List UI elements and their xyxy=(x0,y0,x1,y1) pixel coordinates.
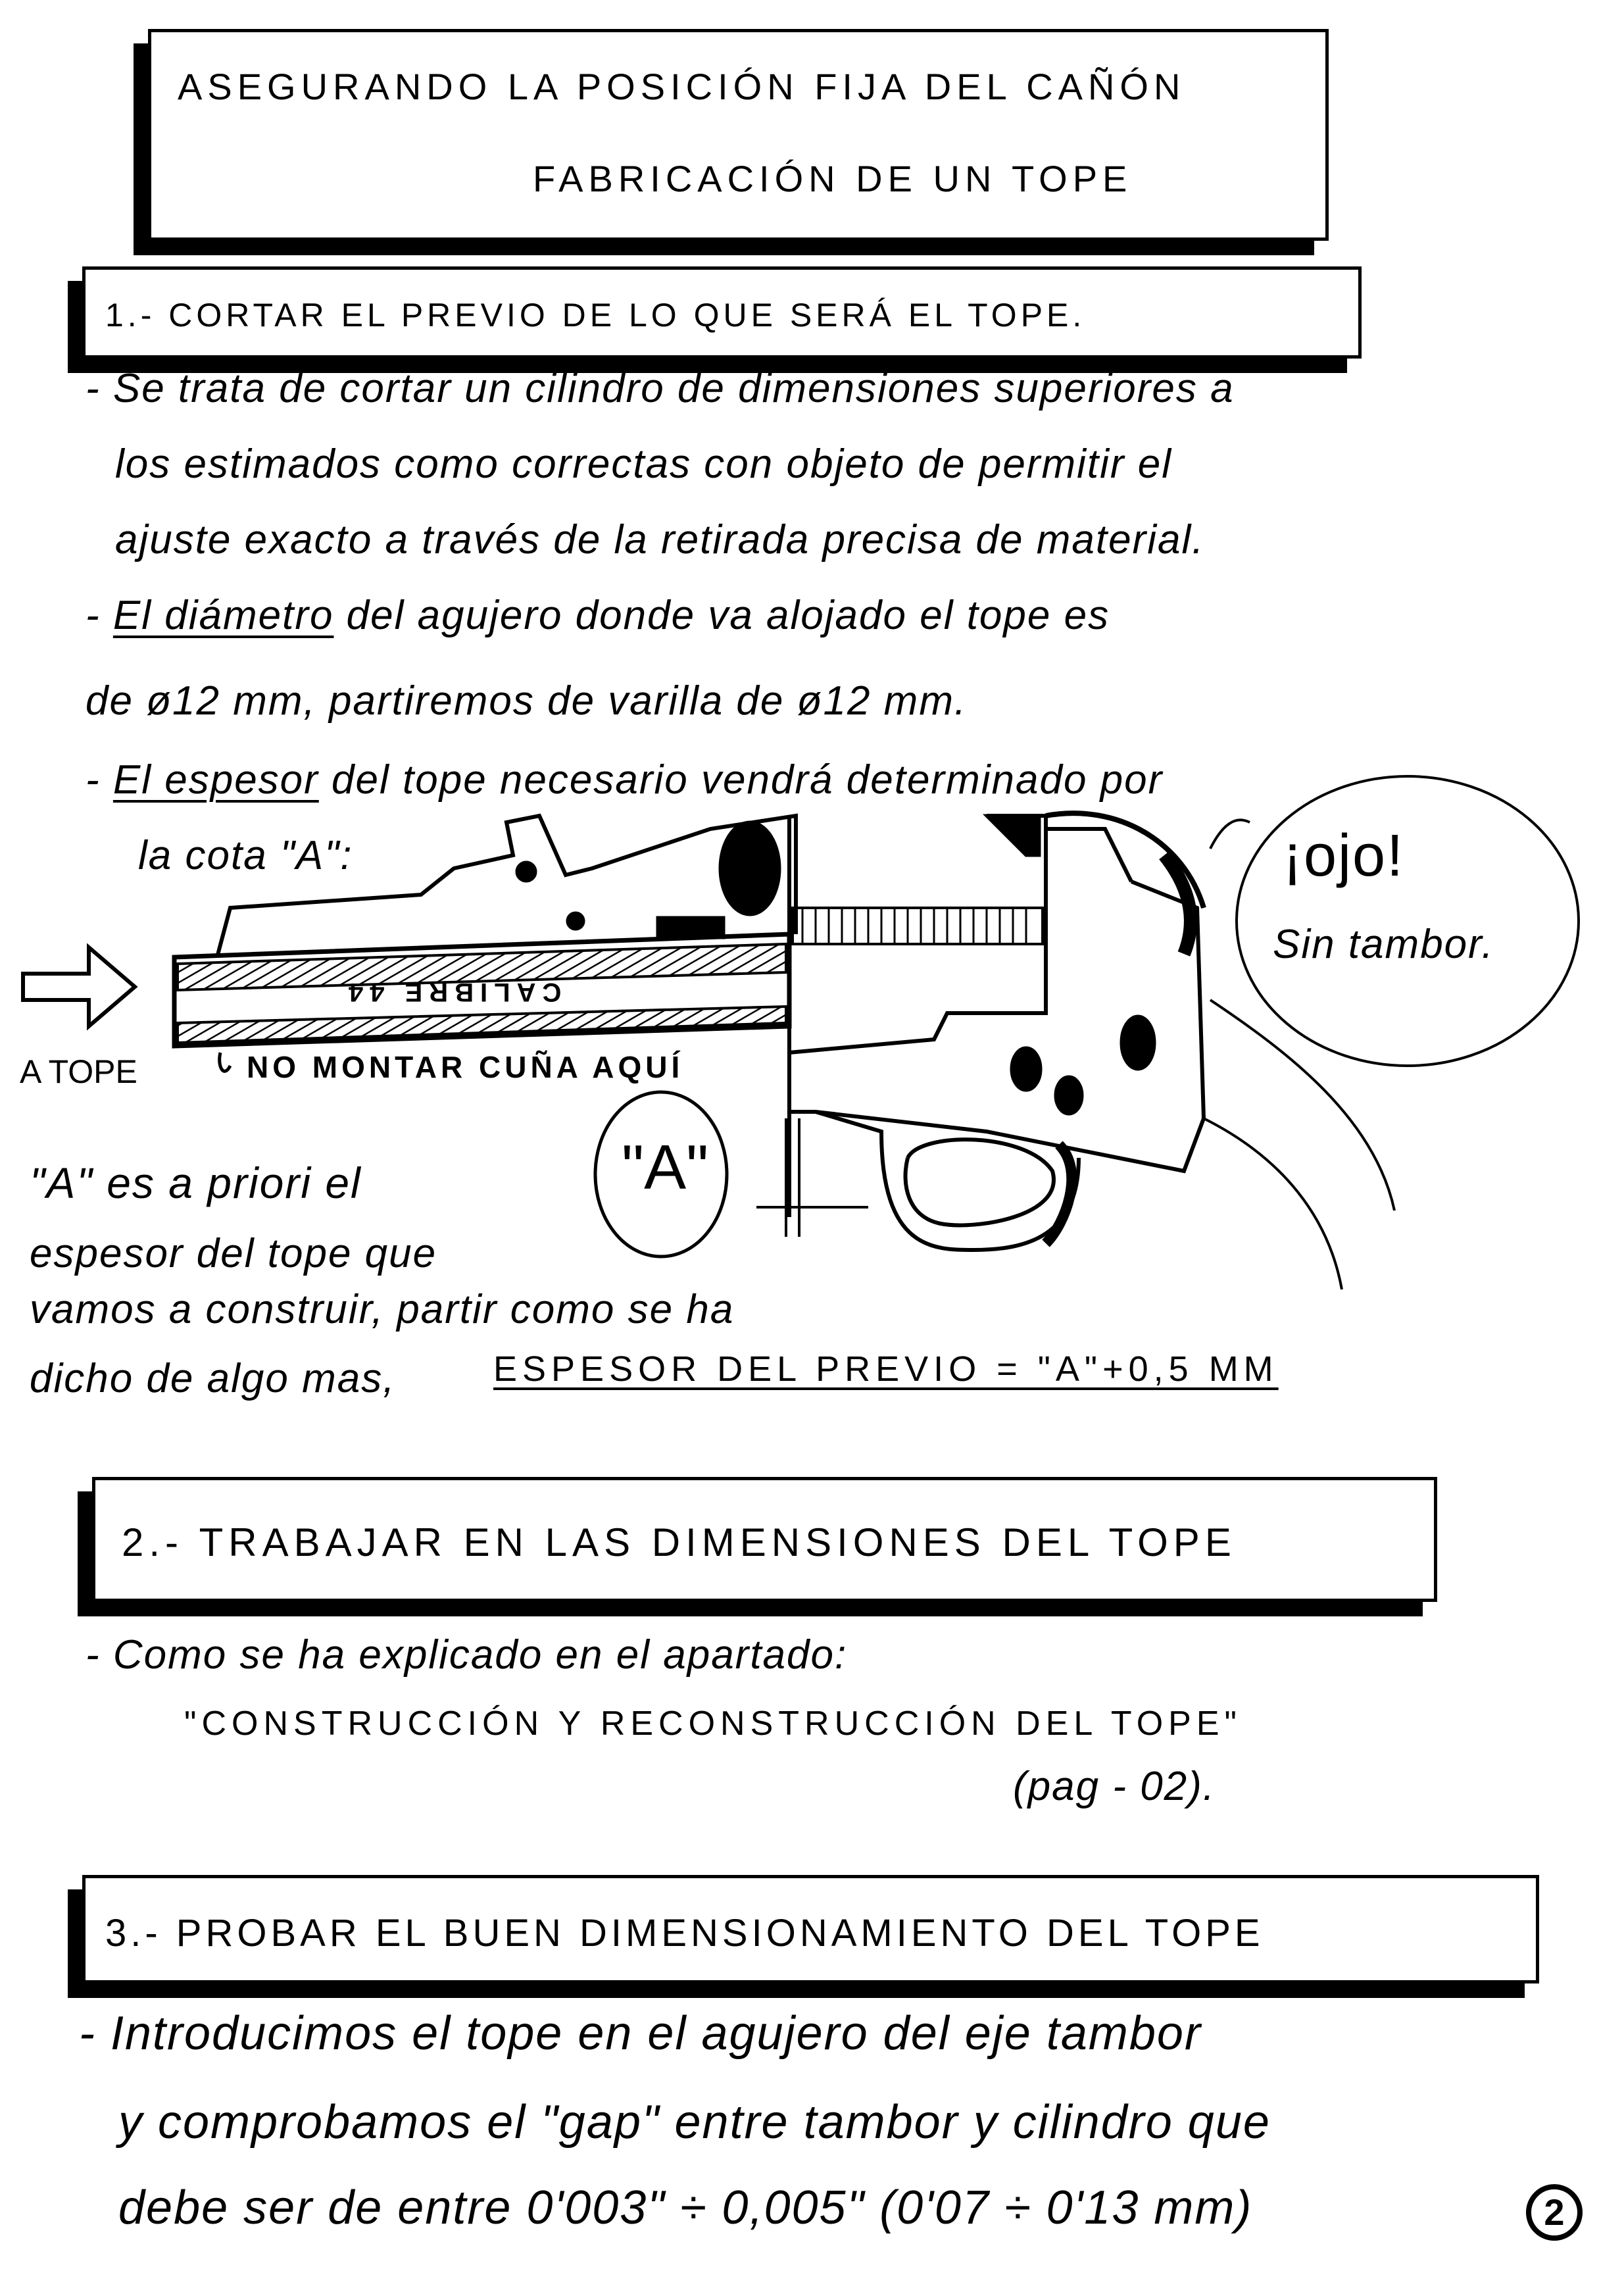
section-2-line: (pag - 02). xyxy=(1013,1764,1216,1809)
note-line: vamos a construir, partir como se ha xyxy=(30,1287,735,1332)
grip xyxy=(1203,999,1396,1290)
note-line: espesor del tope que xyxy=(30,1231,437,1276)
line-text: del tope necesario vendrá determinado po… xyxy=(332,757,1164,803)
trigger-guard xyxy=(815,1110,1081,1253)
note-line: dicho de algo mas, xyxy=(30,1356,396,1401)
section-2-line: "Construcción y reconstrucción del tope" xyxy=(184,1705,1242,1743)
line-text: del agujero donde va alojado el tope es xyxy=(333,593,1110,638)
warning-bubble xyxy=(1235,775,1580,1067)
section-2-heading-box: 2.- Trabajar en las dimensiones del tope xyxy=(92,1477,1437,1602)
section-1-line: de ø12 mm, partiremos de varilla de ø12 … xyxy=(86,678,968,724)
frame-body xyxy=(787,814,1206,1217)
underlined-term: El espesor xyxy=(112,757,319,803)
formula: Espesor del previo = "A"+0,5 mm xyxy=(493,1349,1279,1389)
section-3-line: debe ser de entre 0'003" ÷ 0,005" (0'07 … xyxy=(118,2182,1253,2234)
circle-a-label: "A" xyxy=(622,1132,709,1203)
bubble-line-1: ¡ojo! xyxy=(1283,823,1405,889)
section-3-line: y comprobamos el "gap" entre tambor y ci… xyxy=(118,2096,1271,2149)
section-1-line: los estimados como correctas con objeto … xyxy=(115,441,1172,487)
arrow-icon xyxy=(21,943,138,1031)
note-line: "A" es a priori el xyxy=(30,1159,362,1207)
arrow-label: A tope xyxy=(20,1053,137,1090)
section-1-line: - El diámetro del agujero donde va aloja… xyxy=(86,592,1110,639)
no-wedge-note: No montar cuña aquí xyxy=(247,1050,684,1084)
title-line-1: Asegurando la posición fija del cañón xyxy=(178,66,1186,107)
section-1-heading: 1.- Cortar el previo de lo que será el t… xyxy=(105,297,1086,334)
section-2-line: - Como se ha explicado en el apartado: xyxy=(86,1632,848,1678)
section-1-line: - El espesor del tope necesario vendrá d… xyxy=(86,757,1163,803)
section-3-line: - Introducimos el tope en el agujero del… xyxy=(79,2007,1202,2060)
section-3-heading-box: 3.- Probar el buen dimensionamiento del … xyxy=(82,1875,1539,1983)
underlined-term: El diámetro xyxy=(112,593,334,638)
section-1-line: la cota "A": xyxy=(138,833,353,878)
section-1-heading-box: 1.- Cortar el previo de lo que será el t… xyxy=(82,266,1362,359)
bullet: - xyxy=(86,757,113,803)
bullet: - xyxy=(86,593,113,638)
bubble-line-2: Sin tambor. xyxy=(1273,922,1494,967)
title-line-2: Fabricación de un tope xyxy=(533,158,1133,199)
revolver-diagram xyxy=(21,775,1580,1290)
section-3-heading: 3.- Probar el buen dimensionamiento del … xyxy=(105,1912,1264,1955)
frame-top xyxy=(215,813,798,958)
section-1-line: ajuste exacto a través de la retirada pr… xyxy=(115,517,1205,562)
section-2-heading: 2.- Trabajar en las dimensiones del tope xyxy=(122,1520,1237,1564)
title-box: Asegurando la posición fija del cañón Fa… xyxy=(148,29,1329,241)
spring xyxy=(791,907,1044,945)
circle-a xyxy=(593,1090,729,1259)
page-number: 2 xyxy=(1526,2184,1583,2241)
section-1-line: - Se trata de cortar un cilindro de dime… xyxy=(86,366,1235,411)
barrel-label: Calibre 44 xyxy=(342,978,562,1007)
